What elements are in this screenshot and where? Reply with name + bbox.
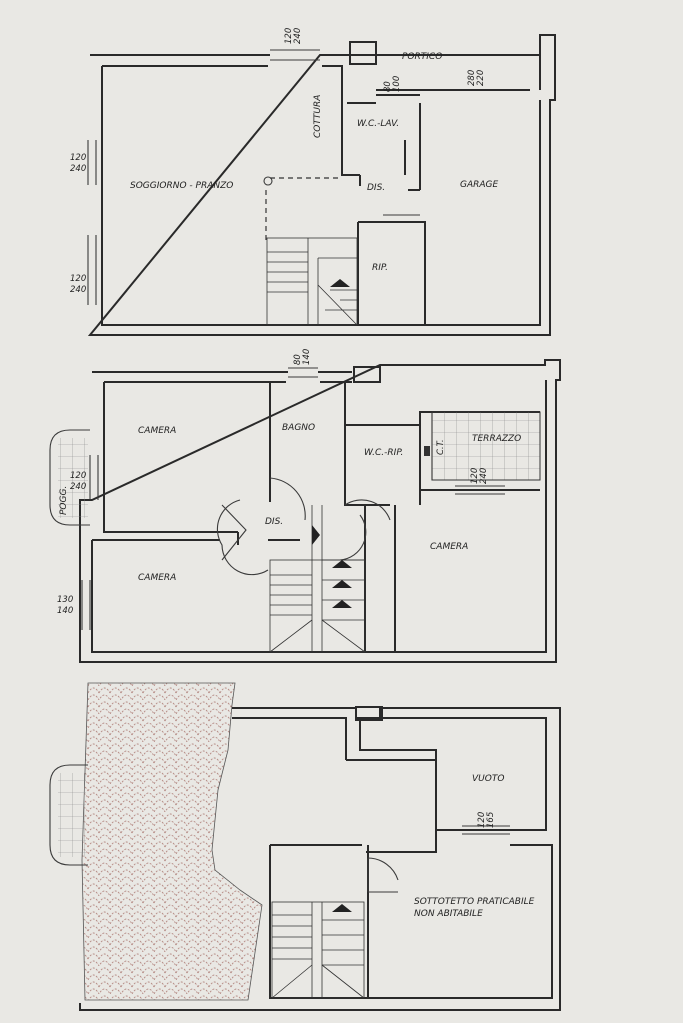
label-sottotetto-2: NON ABITABILE (414, 909, 483, 919)
label-portico: PORTICO (402, 52, 442, 62)
dim-attic-window-h: 165 (486, 812, 496, 828)
dim-left-window-2-h: 240 (70, 285, 86, 295)
label-sottotetto-1: SOTTOTETTO PRATICABILE (414, 897, 535, 907)
label-wc-lav: W.C.-LAV. (357, 119, 399, 129)
label-wc-rip: W.C.-RIP. (364, 448, 403, 458)
dim-garage-door-w: 280 (467, 70, 477, 86)
dim-left-window-2-w: 120 (70, 274, 86, 284)
label-soggiorno: SOGGIORNO - PRANZO (130, 181, 233, 191)
label-vuoto: VUOTO (472, 774, 504, 784)
dim-terrazzo-door-h: 240 (479, 468, 489, 484)
dim-garage-door-h: 220 (476, 70, 486, 86)
attic-plan (49, 682, 561, 1011)
dim-bagno-window-h: 140 (302, 349, 312, 365)
label-camera-right: CAMERA (430, 542, 468, 552)
dim-bagno-window-w: 80 (293, 354, 303, 365)
first-floor-plan (49, 359, 561, 663)
dim-left-window-1-w: 120 (70, 153, 86, 163)
dim-bottom-window-h: 140 (57, 606, 73, 616)
dim-top-window-h: 240 (293, 28, 303, 44)
dim-attic-window-w: 120 (477, 812, 487, 828)
dim-first-left-window-h: 240 (70, 482, 86, 492)
label-ct: C.T. (436, 439, 446, 455)
dim-wc-window-w: 80 (383, 81, 393, 92)
label-dis-ground: DIS. (367, 183, 385, 193)
dim-left-window-1-h: 240 (70, 164, 86, 174)
dim-wc-window-h: 100 (392, 76, 402, 92)
label-camera-top: CAMERA (138, 426, 176, 436)
dim-first-left-window-w: 120 (70, 471, 86, 481)
dim-top-window-w: 120 (284, 28, 294, 44)
dim-bottom-window-w: 130 (57, 595, 73, 605)
label-cottura: COTTURA (313, 95, 323, 138)
label-garage: GARAGE (460, 180, 499, 190)
label-dis-first: DIS. (265, 517, 283, 527)
label-camera-bottom: CAMERA (138, 573, 176, 583)
label-pogg: POGG. (59, 486, 69, 515)
dim-terrazzo-door-w: 120 (470, 468, 480, 484)
label-rip: RIP. (372, 263, 388, 273)
label-terrazzo: TERRAZZO (472, 434, 521, 444)
ground-floor-plan (87, 34, 556, 336)
label-bagno: BAGNO (282, 423, 315, 433)
